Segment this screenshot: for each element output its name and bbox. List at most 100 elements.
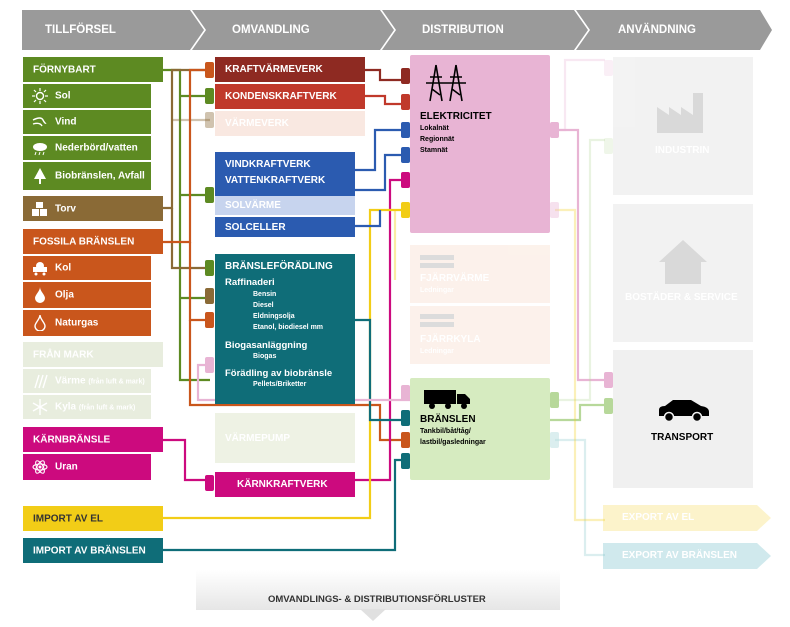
- branslen-sub1-label: Tankbil/båt/tåg/: [420, 428, 471, 435]
- eldningsolja-label: Eldningsolja: [253, 313, 295, 320]
- import-bransle-box: IMPORT AV BRÄNSLEN: [23, 538, 163, 563]
- solvarme-box: SOLVÄRME: [215, 196, 355, 215]
- solceller-label: SOLCELLER: [225, 222, 286, 233]
- diesel-label: Diesel: [253, 302, 274, 309]
- sun-icon: [32, 88, 48, 104]
- power-pylon-icon: [426, 64, 466, 102]
- industrin-box: INDUSTRIN: [613, 57, 753, 195]
- pipes-icon: [420, 255, 454, 268]
- varmeverk-box: VÄRMEVERK: [215, 111, 365, 136]
- karnkraftverk-box: KÄRNKRAFTVERK: [215, 472, 355, 497]
- stamnat-label: Stamnät: [420, 147, 448, 154]
- sol-row: Sol: [23, 84, 151, 108]
- heat-waves-icon: [34, 374, 48, 389]
- vind-row: Vind: [23, 110, 151, 134]
- bransleforadling-label: BRÄNSLEFÖRÄDLING: [225, 261, 333, 272]
- transport-label: TRANSPORT: [651, 432, 714, 443]
- fornybart-label: FÖRNYBART: [33, 64, 96, 75]
- olja-row: Olja: [23, 282, 151, 308]
- bostader-label: BOSTÄDER & SERVICE: [625, 292, 738, 303]
- fjarrkyla-label: FJÄRRKYLA: [420, 334, 481, 345]
- import-el-label: IMPORT AV EL: [33, 513, 103, 524]
- karnkraftverk-label: KÄRNKRAFTVERK: [237, 479, 328, 490]
- fran-mark-label: FRÅN MARK: [33, 349, 94, 360]
- naturgas-label: Naturgas: [55, 317, 99, 329]
- uran-label: Uran: [55, 461, 78, 473]
- naturgas-row: Naturgas: [23, 310, 151, 336]
- fjarrkyla-box: FJÄRRKYLA Ledningar: [410, 306, 550, 364]
- transport-box: TRANSPORT: [613, 350, 753, 488]
- vind-label: Vind: [55, 116, 77, 128]
- header-supply: TILLFÖRSEL: [45, 24, 116, 36]
- fjarrvarme-sub-label: Ledningar: [420, 287, 454, 294]
- varmepump-label: VÄRMEPUMP: [225, 433, 291, 444]
- peat-icon: [32, 201, 47, 216]
- vind-vatten-box: VINDKRAFTVERK VATTENKRAFTVERK: [215, 152, 355, 196]
- fjarrkyla-sub-label: Ledningar: [420, 348, 454, 355]
- varme-mark-row: Värme (från luft & mark): [23, 369, 151, 393]
- kyla-mark-label: Kyla (från luft & mark): [55, 401, 136, 413]
- kyla-mark-row: Kyla (från luft & mark): [23, 395, 151, 419]
- elektricitet-box: ELEKTRICITET Lokalnät Regionnät Stamnät: [410, 55, 550, 233]
- fossila-box: FOSSILA BRÄNSLEN: [23, 229, 163, 254]
- branslen-label: BRÄNSLEN: [420, 414, 476, 425]
- car-icon: [659, 400, 709, 422]
- fornybart-box: FÖRNYBART: [23, 57, 163, 82]
- biogas-label: Biogas: [253, 353, 277, 360]
- elektricitet-label: ELEKTRICITET: [420, 111, 492, 122]
- atom-icon: [32, 460, 48, 474]
- sol-label: Sol: [55, 90, 71, 102]
- export-bransle-label: EXPORT AV BRÄNSLEN: [622, 550, 738, 561]
- header-band: [22, 10, 772, 50]
- raffinaderi-label: Raffinaderi: [225, 277, 275, 288]
- truck-icon: [424, 390, 470, 409]
- header-usage: ANVÄNDNING: [618, 24, 696, 36]
- torv-box: Torv: [23, 196, 163, 221]
- export-el-arrow: [603, 505, 771, 531]
- vindkraftverk-label: VINDKRAFTVERK: [225, 159, 311, 170]
- fjarrvarme-box: FJÄRRVÄRME Ledningar: [410, 245, 550, 303]
- solceller-box: SOLCELLER: [215, 217, 355, 237]
- losses-box: [196, 570, 560, 610]
- losses-arrow-icon: [360, 609, 386, 621]
- bio-label: Biobränslen, Avfall: [55, 170, 145, 182]
- losses-label: OMVANDLINGS- & DISTRIBUTIONSFÖRLUSTER: [268, 594, 486, 605]
- kraftvarmeverk-box: KRAFTVÄRMEVERK: [215, 57, 365, 82]
- export-bransle-arrow: [603, 543, 771, 569]
- branslen-sub2-label: lastbil/gasledningar: [420, 439, 486, 446]
- karnbransle-box: KÄRNBRÄNSLE: [23, 427, 163, 452]
- kondenskraftverk-label: KONDENSKRAFTVERK: [225, 91, 337, 102]
- header-conversion: OMVANDLING: [232, 24, 310, 36]
- etanol-label: Etanol, biodiesel mm: [253, 324, 324, 331]
- uran-row: Uran: [23, 454, 151, 480]
- biogasanlaggning-label: Biogasanläggning: [225, 340, 308, 351]
- pipes-icon: [420, 314, 454, 327]
- foradling-bio-label: Förädling av biobränsle: [225, 368, 333, 379]
- bio-row: Biobränslen, Avfall: [23, 162, 151, 190]
- nederbord-label: Nederbörd/vatten: [55, 142, 138, 154]
- wind-icon: [32, 117, 47, 127]
- kol-row: Kol: [23, 256, 151, 280]
- nederbord-row: Nederbörd/vatten: [23, 136, 151, 160]
- snowflake-icon: [32, 399, 48, 415]
- fjarrvarme-label: FJÄRRVÄRME: [420, 273, 490, 284]
- varmepump-box: VÄRMEPUMP: [215, 413, 355, 463]
- branslen-box: BRÄNSLEN Tankbil/båt/tåg/ lastbil/gasled…: [410, 378, 550, 480]
- varmeverk-label: VÄRMEVERK: [225, 118, 289, 129]
- bensin-label: Bensin: [253, 291, 277, 298]
- lokalnat-label: Lokalnät: [420, 125, 449, 132]
- kondenskraftverk-box: KONDENSKRAFTVERK: [215, 84, 365, 109]
- tree-icon: [34, 168, 46, 184]
- import-bransle-label: IMPORT AV BRÄNSLEN: [33, 545, 146, 556]
- torv-label: Torv: [55, 203, 76, 214]
- regionnat-label: Regionnät: [420, 136, 455, 143]
- olja-label: Olja: [55, 289, 74, 301]
- gas-drop-icon: [34, 315, 46, 331]
- oil-drop-icon: [35, 287, 45, 303]
- import-el-box: IMPORT AV EL: [23, 506, 163, 531]
- house-icon: [659, 240, 707, 284]
- pellets-label: Pellets/Briketter: [253, 381, 307, 388]
- export-el-label: EXPORT AV EL: [622, 512, 695, 523]
- fossila-label: FOSSILA BRÄNSLEN: [33, 236, 135, 247]
- kraftvarmeverk-label: KRAFTVÄRMEVERK: [225, 64, 323, 75]
